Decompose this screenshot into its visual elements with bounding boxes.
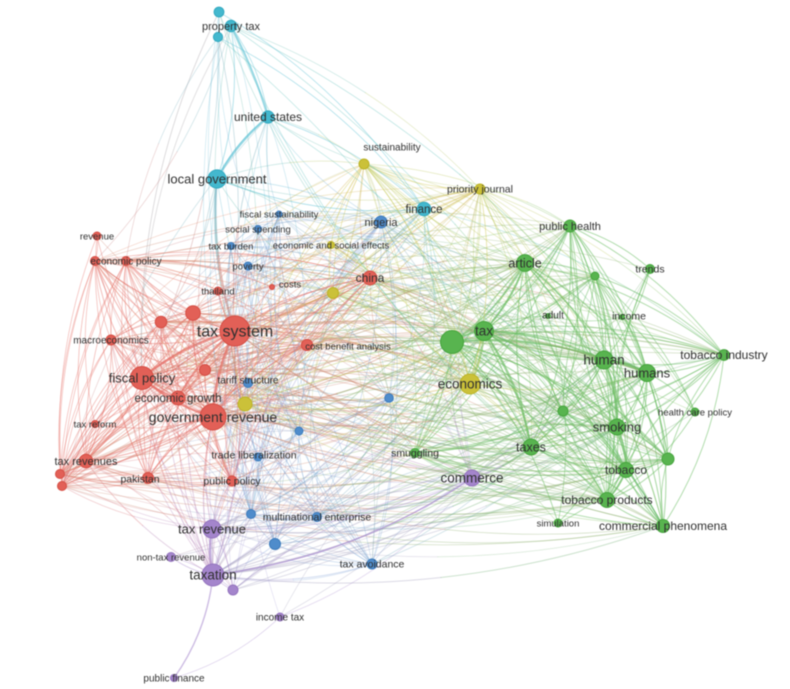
svg-text:multinational enterprise: multinational enterprise xyxy=(263,512,372,524)
svg-text:tax system: tax system xyxy=(197,324,273,341)
svg-text:tax revenue: tax revenue xyxy=(178,522,246,537)
svg-text:thailand: thailand xyxy=(201,286,234,297)
svg-text:economics: economics xyxy=(438,377,503,392)
svg-text:tax revenues: tax revenues xyxy=(55,456,118,468)
svg-text:united states: united states xyxy=(234,110,302,124)
svg-text:tariff structure: tariff structure xyxy=(218,376,279,387)
svg-text:sustainability: sustainability xyxy=(363,143,420,154)
svg-text:tax avoidance: tax avoidance xyxy=(340,559,405,571)
svg-text:taxes: taxes xyxy=(516,440,546,454)
svg-text:local government: local government xyxy=(168,172,267,187)
svg-text:income tax: income tax xyxy=(256,613,304,624)
svg-text:tobacco products: tobacco products xyxy=(561,493,652,507)
svg-text:tax burden: tax burden xyxy=(209,241,254,252)
svg-text:smoking: smoking xyxy=(593,420,641,435)
svg-text:priority journal: priority journal xyxy=(447,184,513,196)
svg-text:costs: costs xyxy=(279,279,301,290)
svg-text:tobacco industry: tobacco industry xyxy=(680,348,767,362)
svg-text:article: article xyxy=(508,256,541,270)
svg-text:property tax: property tax xyxy=(202,21,261,33)
svg-text:public policy: public policy xyxy=(203,476,261,488)
svg-text:economic growth: economic growth xyxy=(135,393,222,405)
svg-text:human: human xyxy=(583,353,624,368)
svg-text:finance: finance xyxy=(405,204,442,216)
svg-text:adult: adult xyxy=(542,311,564,322)
svg-text:tax: tax xyxy=(475,324,493,339)
svg-text:commerce: commerce xyxy=(440,471,503,486)
svg-text:health care policy: health care policy xyxy=(658,407,732,418)
svg-text:smuggling: smuggling xyxy=(391,448,439,460)
svg-text:trade liberalization: trade liberalization xyxy=(211,450,296,462)
svg-text:cost benefit analysis: cost benefit analysis xyxy=(305,341,391,352)
svg-text:income: income xyxy=(612,311,646,323)
svg-text:tobacco: tobacco xyxy=(605,463,647,477)
svg-text:economic policy: economic policy xyxy=(90,257,161,268)
svg-text:economic and social effects: economic and social effects xyxy=(273,240,390,251)
svg-text:commercial phenomena: commercial phenomena xyxy=(599,519,727,533)
svg-text:pakistan: pakistan xyxy=(120,474,159,486)
svg-text:taxation: taxation xyxy=(189,568,236,583)
svg-text:trends: trends xyxy=(635,264,664,276)
svg-text:public finance: public finance xyxy=(143,674,205,685)
svg-text:poverty: poverty xyxy=(232,261,263,272)
svg-text:nigeria: nigeria xyxy=(364,217,398,229)
svg-text:fiscal policy: fiscal policy xyxy=(109,371,176,386)
svg-text:humans: humans xyxy=(624,366,671,381)
svg-text:simulation: simulation xyxy=(537,518,580,529)
svg-text:fiscal sustainability: fiscal sustainability xyxy=(240,209,319,220)
svg-text:revenue: revenue xyxy=(80,231,114,242)
svg-text:non-tax revenue: non-tax revenue xyxy=(137,552,206,563)
svg-text:public health: public health xyxy=(539,221,601,233)
svg-text:social spending: social spending xyxy=(225,224,291,235)
svg-text:government revenue: government revenue xyxy=(149,409,278,425)
svg-text:macroeconomics: macroeconomics xyxy=(73,336,149,347)
svg-text:china: china xyxy=(356,271,385,285)
svg-text:tax reform: tax reform xyxy=(74,419,117,430)
